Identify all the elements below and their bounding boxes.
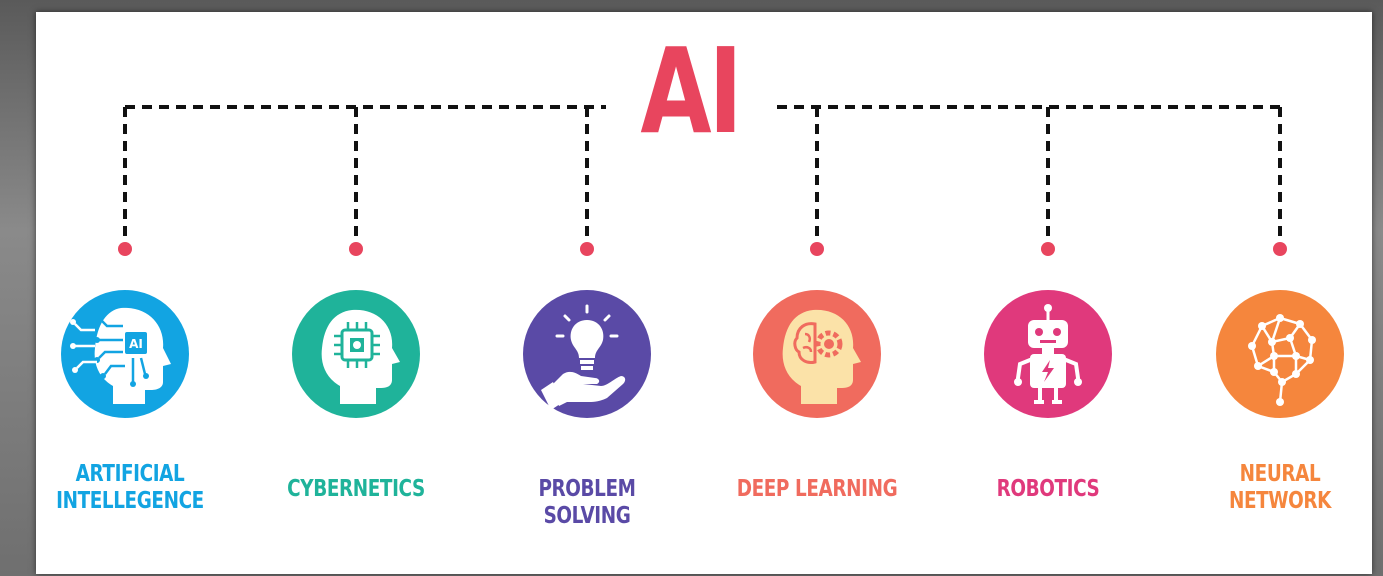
head-circuit-ai-icon: AI [70, 307, 171, 404]
artificial-intellegence-label: ARTIFICIAL INTELLEGENCE [38, 461, 222, 515]
robotics-circle [984, 290, 1112, 418]
deep-learning-circle [753, 290, 881, 418]
cybernetics-label: CYBERNETICS [264, 476, 448, 503]
connector-dot-6 [1273, 242, 1287, 256]
hand-lightbulb-icon [541, 304, 626, 410]
infographic-card [36, 12, 1372, 574]
problem-solving-label: PROBLEM SOLVING [495, 476, 679, 530]
neural-network-label: NEURAL NETWORK [1188, 461, 1372, 515]
artificial-intellegence-circle: AI [61, 290, 189, 418]
artificial-intellegence-label-line1: ARTIFICIAL [75, 461, 185, 487]
robotics-label-line1: ROBOTICS [996, 476, 1100, 502]
connector-dot-5 [1041, 242, 1055, 256]
connector-dot-3 [580, 242, 594, 256]
connector-dot-2 [349, 242, 363, 256]
connector-dot-4 [810, 242, 824, 256]
artificial-intellegence-label-line2: INTELLEGENCE [56, 488, 204, 514]
neural-brain-icon [1248, 314, 1316, 406]
neural-network-label-line1: NEURAL [1239, 461, 1321, 487]
cybernetics-circle [292, 290, 420, 418]
robot-icon [1014, 304, 1082, 404]
cybernetics-label-line1: CYBERNETICS [287, 476, 425, 502]
problem-solving-circle [523, 290, 651, 418]
deep-learning-label-line1: DEEP LEARNING [736, 476, 898, 502]
neural-network-circle [1216, 290, 1344, 418]
svg-text:AI: AI [129, 337, 143, 351]
deep-learning-label: DEEP LEARNING [725, 476, 909, 503]
robotics-label: ROBOTICS [956, 476, 1140, 503]
head-chip-icon [321, 309, 400, 404]
neural-network-label-line2: NETWORK [1228, 488, 1332, 514]
connector-dot-1 [118, 242, 132, 256]
head-brain-gear-icon [782, 309, 861, 404]
problem-solving-label-line1: PROBLEM SOLVING [538, 476, 636, 529]
diagram-title: AI [640, 22, 742, 160]
